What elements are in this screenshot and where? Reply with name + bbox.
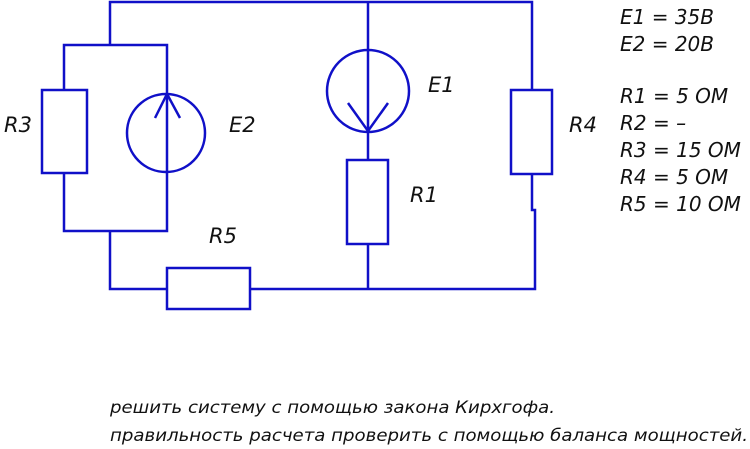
param-r4: R4 = 5 ОМ — [620, 165, 728, 189]
resistor-r3 — [40, 88, 89, 175]
left-loop — [62, 43, 169, 233]
top-wire — [108, 0, 534, 90]
source-e2 — [125, 91, 207, 174]
param-r1: R1 = 5 ОМ — [620, 84, 728, 108]
wires — [62, 0, 537, 291]
label-r3: R3 — [4, 113, 32, 137]
label-e2: E2 — [229, 113, 256, 137]
resistor-r1 — [345, 158, 390, 246]
task-line-1: решить систему с помощью закона Кирхгофа… — [109, 398, 555, 418]
arrow-up-icon — [153, 91, 182, 119]
label-e1: E1 — [428, 73, 455, 97]
resistor-r4 — [509, 88, 554, 176]
bottom-wire — [250, 174, 537, 291]
label-r4: R4 — [569, 113, 597, 137]
param-r3: R3 = 15 ОМ — [620, 138, 741, 162]
left-down-wire — [108, 231, 167, 291]
source-e1 — [325, 48, 411, 134]
param-e2: E2 = 20В — [620, 32, 714, 56]
arrow-down-icon — [346, 102, 390, 134]
resistor-r5 — [165, 266, 252, 311]
param-r2: R2 = – — [620, 111, 686, 135]
task-line-2: правильность расчета проверить с помощью… — [110, 426, 748, 446]
param-r5: R5 = 10 ОМ — [620, 192, 741, 216]
param-e1: E1 = 35В — [620, 5, 714, 29]
label-r5: R5 — [209, 224, 237, 248]
label-r1: R1 — [410, 183, 438, 207]
parameter-list: E1 = 35В E2 = 20В R1 = 5 ОМ R2 = – R3 = … — [620, 5, 741, 216]
